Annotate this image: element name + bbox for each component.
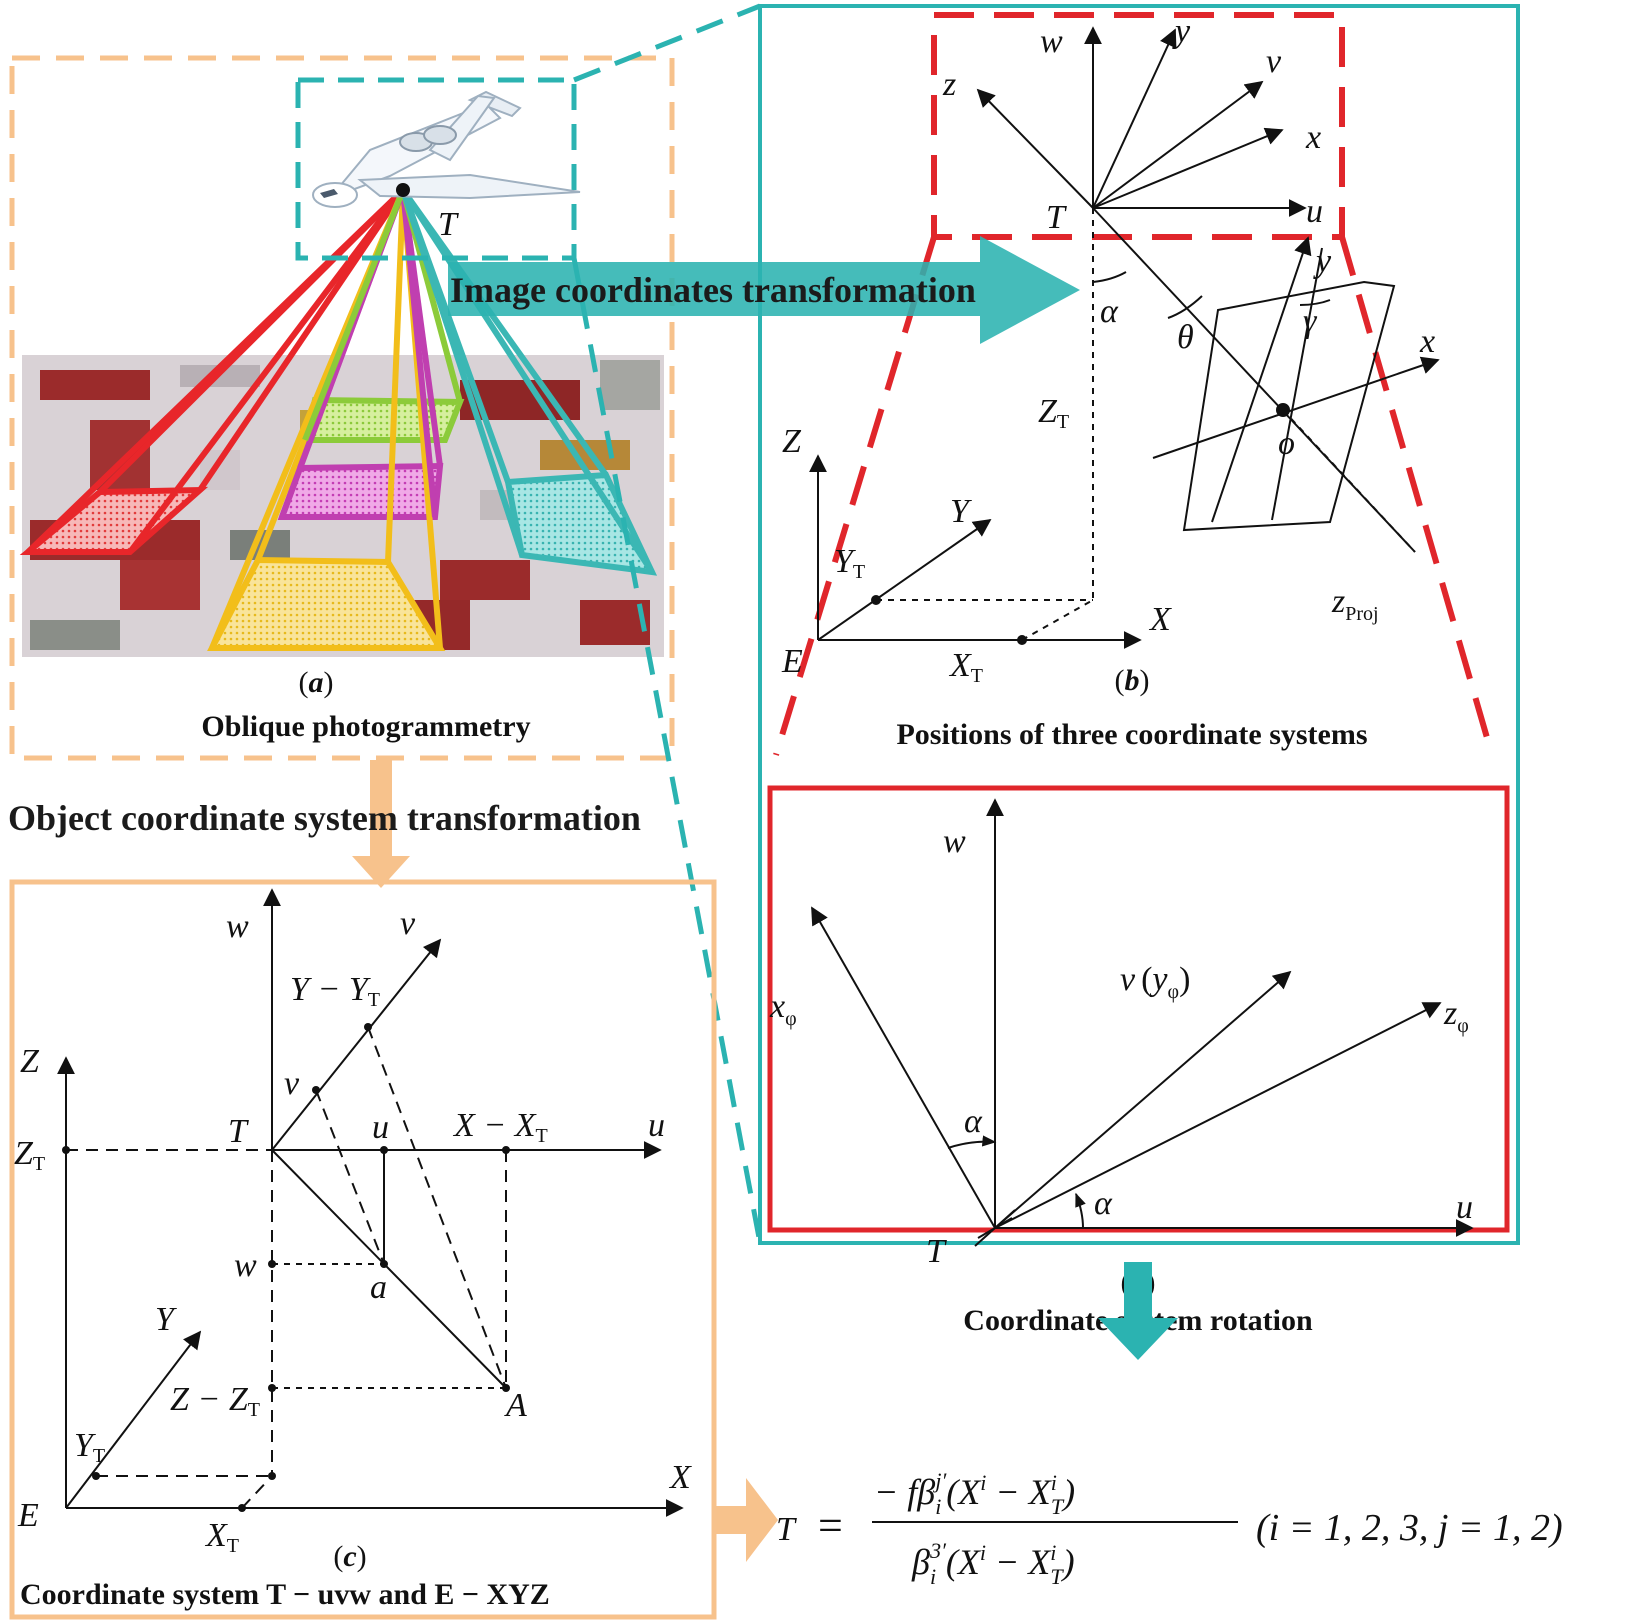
panel-b-letter: b [1125,664,1140,697]
svg-text:z: z [942,66,956,103]
svg-text:(c): (c) [333,1540,366,1573]
right-arrow-orange [716,1478,778,1562]
svg-text:YT: YT [834,543,865,583]
airplane-icon [312,90,581,208]
svg-text:(b): (b) [1115,664,1150,697]
svg-text:Y: Y [155,1301,177,1338]
svg-text:v: v [1266,43,1282,80]
svg-text:x: x [1305,119,1321,156]
panel-d-frame [767,785,1510,1233]
panel-c-frame [9,879,717,1620]
svg-text:x: x [1419,323,1435,360]
svg-text:T: T [926,1233,947,1270]
svg-text:u: u [648,1107,665,1144]
panel-d [811,798,1474,1247]
panel-a-caption: Oblique photogrammetry [201,710,530,743]
svg-text:w: w [234,1247,257,1284]
panel-b [809,26,1440,649]
panel-c-caption: Coordinate system T − uvw and E − XYZ [20,1578,550,1611]
panel-b-labels: w y v x u z T α θ γ y x o zProj ZT E X Y… [781,13,1435,751]
svg-text:(i = 1, 2, 3, j = 1, 2): (i = 1, 2, 3, j = 1, 2) [1256,1507,1563,1549]
svg-text:θ: θ [1177,319,1194,356]
svg-text:Z: Z [782,423,802,460]
svg-text:X: X [668,1459,692,1496]
panel-c-labels: w v u T Z Y X E ZT YT XT Y − YT X − XT Z… [14,905,692,1611]
svg-text:u: u [1306,193,1323,230]
svg-text:zφ: zφ [1443,995,1469,1037]
svg-text:w: w [1040,23,1063,60]
svg-text:X − XT: X − XT [452,1107,548,1147]
svg-text:w: w [226,908,249,945]
svg-text:A: A [504,1387,527,1424]
svg-text:T: T [228,1113,249,1150]
svg-text:X: X [1148,601,1172,638]
svg-text:v(yφ): v(yφ) [1120,961,1190,1003]
svg-text:E: E [781,643,803,680]
zoom-box-red [931,12,1345,240]
panel-a: T (a) Oblique photogrammetry [9,55,675,761]
svg-text:a: a [370,1269,387,1306]
svg-text:=: = [818,1501,843,1550]
svg-text:− fβij′(Xi − XiT): − fβij′(Xi − XiT) [874,1468,1075,1519]
svg-text:ZT: ZT [1038,393,1069,433]
svg-text:ZT: ZT [14,1135,45,1175]
svg-text:α: α [964,1103,983,1140]
svg-text:y: y [1313,243,1332,280]
svg-text:T: T [1046,199,1067,236]
panel-b-d-frame [758,4,1520,1245]
svg-text:w: w [943,823,966,860]
panel-a-frame [9,55,675,761]
svg-text:(a): (a) [299,666,334,699]
svg-text:YT: YT [74,1427,105,1467]
svg-text:Y: Y [950,493,972,530]
svg-text:XT: XT [948,647,983,687]
panel-b-caption: Positions of three coordinate systems [896,718,1367,751]
svg-text:Z − ZT: Z − ZT [170,1381,260,1421]
image-transform-label: Image coordinates transformation [450,270,976,310]
svg-text:α: α [1100,293,1119,330]
svg-text:XT: XT [204,1517,239,1557]
zoom-box [295,77,577,261]
svg-text:γ: γ [1303,303,1318,340]
svg-text:xφ: xφ [769,988,797,1030]
svg-text:T: T [776,1511,797,1548]
panel-c [57,888,684,1517]
svg-text:y: y [1172,13,1191,50]
svg-text:E: E [17,1497,39,1534]
object-transform-label: Object coordinate system transformation [8,798,641,838]
svg-text:u: u [372,1109,389,1146]
svg-text:βi3′(Xi − XiT): βi3′(Xi − XiT) [911,1538,1075,1589]
svg-text:α: α [1094,1185,1113,1222]
svg-text:u: u [1456,1189,1473,1226]
svg-text:zProj: zProj [1331,583,1379,625]
svg-text:v: v [400,905,416,942]
image-transform-arrow: Image coordinates transformation [448,236,1080,344]
panel-c-points [62,1023,510,1512]
svg-text:Y − YT: Y − YT [290,971,380,1011]
panel-a-point-T: T [438,206,459,243]
down-arrow-teal [1098,1262,1178,1360]
panel-a-letter: a [309,666,324,699]
svg-text:Z: Z [20,1043,40,1080]
svg-text:v: v [284,1065,300,1102]
svg-text:o: o [1278,425,1295,462]
panel-c-letter: c [343,1540,356,1573]
